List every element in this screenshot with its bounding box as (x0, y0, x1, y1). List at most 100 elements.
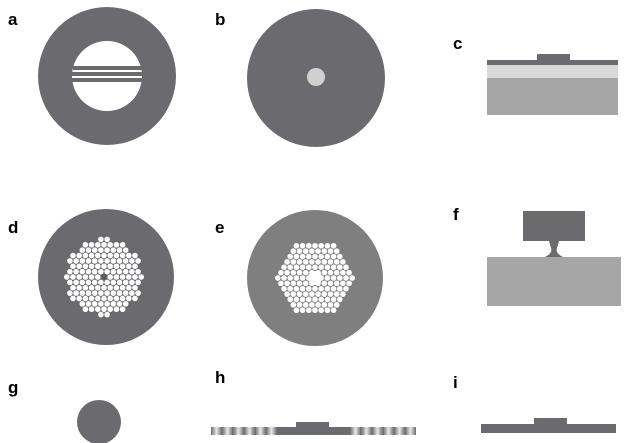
panel-label-b: b (215, 10, 226, 29)
panel-d-air-hole (101, 241, 107, 248)
panel-d-air-hole (119, 284, 126, 291)
panel-d-air-hole (95, 241, 101, 248)
panel-e-air-hole (293, 285, 300, 292)
panel-e-air-hole (333, 302, 340, 308)
panel-e-air-hole (296, 269, 303, 276)
panel-e-air-hole (309, 302, 315, 308)
panel-d-air-hole (107, 274, 113, 280)
panel-d-air-hole (104, 301, 110, 307)
panel-h-left-grating-tooth (233, 427, 244, 435)
panel-e-air-hole (327, 269, 334, 276)
panel-d-air-hole (126, 284, 132, 291)
panel-e-air-hole (287, 275, 294, 281)
panel-e-air-hole (330, 296, 337, 303)
panel-d-air-hole (132, 263, 138, 270)
panel-d-air-hole (113, 274, 120, 280)
panel-label-f: f (453, 205, 459, 224)
panel-e-air-hole (309, 291, 315, 297)
panel-e-air-hole (327, 259, 334, 265)
panel-e-air-hole (318, 253, 325, 260)
panel-d-air-hole (67, 268, 73, 275)
panel-d-air-hole (67, 290, 73, 296)
panel-d-air-hole (79, 247, 86, 253)
panel-e-air-hole (337, 253, 343, 260)
panel-e-air-hole (296, 291, 303, 297)
panel-b-fiber (247, 9, 385, 147)
panel-h-left-grating-tooth (222, 427, 233, 435)
panel-e-air-hole (290, 302, 297, 308)
panel-e-hollow-core (308, 271, 322, 285)
panel-d-air-hole (119, 252, 126, 259)
panel-d-air-hole (85, 258, 92, 264)
panel-d-air-hole (88, 284, 95, 291)
panel-d-air-hole (79, 301, 86, 307)
panel-e-air-hole (324, 242, 331, 249)
panel-c-slab (487, 60, 618, 65)
panel-e-air-hole (321, 269, 328, 276)
panel-d-air-hole (110, 290, 117, 296)
panel-d-air-hole (135, 258, 141, 264)
panel-e-air-hole (306, 264, 312, 271)
panel-d-air-hole (135, 268, 141, 275)
panel-d-air-hole (85, 268, 92, 275)
panel-d-air-hole (95, 252, 101, 259)
panel-e-air-hole (293, 296, 300, 303)
panel-e-air-hole (306, 242, 312, 249)
panel-d-air-hole (129, 279, 135, 286)
panel-e-air-hole (296, 280, 303, 287)
panel-e-air-hole (315, 302, 321, 308)
panel-d-air-hole (79, 279, 86, 286)
panel-e-air-hole (340, 280, 346, 287)
panel-e-air-hole (346, 280, 352, 287)
panel-c-waveguide (487, 54, 618, 115)
panel-h-slab (211, 427, 416, 435)
panel-label-c: c (453, 34, 463, 53)
panel-e-air-hole (324, 307, 331, 314)
panel-e-air-hole (318, 285, 325, 292)
panel-i-slab (481, 424, 616, 433)
panel-e-air-hole (281, 285, 287, 292)
panel-e-air-hole (333, 259, 340, 265)
panel-d-air-hole (70, 295, 76, 302)
panel-d-air-hole (70, 284, 76, 291)
panel-d-air-hole (101, 252, 107, 259)
panel-d-air-hole (79, 258, 86, 264)
panel-e-air-hole (284, 291, 290, 297)
panel-e-air-hole (302, 291, 309, 297)
panel-c-substrate (487, 78, 618, 115)
panel-e-air-hole (312, 264, 318, 271)
panel-e-air-hole (299, 275, 306, 281)
panel-e-air-hole (312, 253, 318, 260)
panel-e-air-hole (309, 259, 315, 265)
panel-d-air-hole (119, 241, 126, 248)
panel-a-strip-3 (72, 78, 143, 82)
panel-i-rib (534, 418, 567, 425)
panel-e-air-hole (330, 285, 337, 292)
panel-d-air-hole (104, 268, 110, 275)
panel-e-air-hole (337, 275, 343, 281)
panel-d-air-hole (91, 290, 98, 296)
panel-e-air-hole (321, 302, 328, 308)
panel-e-air-hole (287, 253, 294, 260)
panel-d-air-hole (138, 274, 144, 280)
panel-e-air-hole (349, 275, 356, 281)
panel-d-air-hole (119, 306, 126, 313)
panel-e-air-hole (302, 302, 309, 308)
panel-e-air-hole (293, 307, 300, 314)
panel-d-air-hole (88, 252, 95, 259)
panel-e-air-hole (340, 259, 346, 265)
panel-d-air-hole (95, 295, 101, 302)
panel-f-substrate (487, 257, 621, 306)
panel-label-i: i (453, 373, 458, 392)
panel-e-air-hole (333, 291, 340, 297)
panel-e-air-hole (299, 296, 306, 303)
panel-d-air-hole (110, 279, 117, 286)
panel-d-air-hole (113, 306, 120, 313)
panel-d-air-hole (82, 252, 89, 259)
panel-e-air-hole (315, 291, 321, 297)
panel-e-air-hole (315, 248, 321, 254)
panel-d-air-hole (104, 247, 110, 253)
panel-e-air-hole (302, 259, 309, 265)
panel-h-left-grating-tooth (211, 427, 222, 435)
panel-e-air-hole (315, 259, 321, 265)
